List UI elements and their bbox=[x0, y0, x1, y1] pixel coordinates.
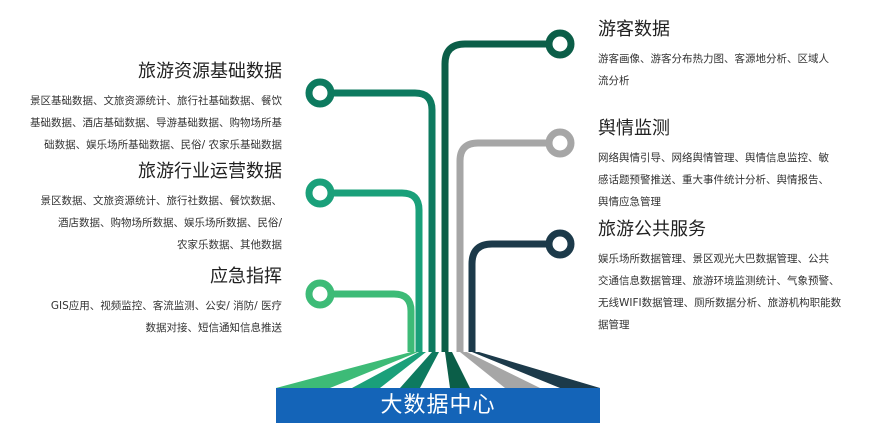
branch-resource-data bbox=[305, 78, 436, 352]
branch-tourist-data bbox=[441, 29, 575, 352]
branch-emergency bbox=[305, 279, 415, 352]
big-data-center-hub: 大数据中心 bbox=[276, 388, 600, 423]
node-circle-icon bbox=[305, 78, 335, 108]
block-title: 旅游公共服务 bbox=[598, 219, 706, 240]
block-title: 旅游行业运营数据 bbox=[138, 161, 282, 182]
block-title: 游客数据 bbox=[598, 19, 670, 40]
block-desc-line: 舆情应急管理 bbox=[598, 196, 661, 208]
block-desc-line: 景区数据、文旅资源统计、旅行社数据、餐饮数据、 bbox=[40, 195, 283, 207]
block-desc-line: GIS应用、视频监控、客流监测、公安/ 消防/ 医疗 bbox=[50, 300, 282, 312]
block-desc-line: 酒店数据、购物场所数据、娱乐场所数据、民俗/ bbox=[57, 217, 282, 229]
fan-rays bbox=[276, 352, 600, 388]
block-resource-data: 旅游资源基础数据 景区基础数据、文旅资源统计、旅行社基础数据、餐饮 基础数据、酒… bbox=[10, 60, 282, 156]
node-circle-icon bbox=[545, 128, 575, 158]
block-desc-line: 游客画像、游客分布热力图、客源地分析、区域人 bbox=[598, 53, 829, 65]
node-circle-icon bbox=[305, 178, 335, 208]
node-circle-icon bbox=[545, 29, 575, 59]
block-desc-line: 交通信息数据管理、旅游环境监测统计、气象预警、 bbox=[598, 275, 840, 287]
branch-operation-data bbox=[305, 178, 423, 352]
block-tourist-data: 游客数据 游客画像、游客分布热力图、客源地分析、区域人 流分析 bbox=[598, 18, 868, 92]
block-desc-line: 无线WIFI数据管理、厕所数据分析、旅游机构职能数 bbox=[598, 297, 842, 309]
block-operation-data: 旅游行业运营数据 景区数据、文旅资源统计、旅行社数据、餐饮数据、 酒店数据、购物… bbox=[10, 160, 283, 256]
block-title: 旅游资源基础数据 bbox=[138, 61, 282, 82]
block-desc-line: 础数据、娱乐场所基础数据、民俗/ 农家乐基础数据 bbox=[44, 139, 282, 151]
block-public-service: 旅游公共服务 娱乐场所数据管理、景区观光大巴数据管理、公共 交通信息数据管理、旅… bbox=[598, 218, 868, 336]
block-desc-line: 农家乐数据、其他数据 bbox=[177, 239, 282, 251]
block-desc-line: 据管理 bbox=[598, 319, 630, 331]
block-desc-line: 网络舆情引导、网络舆情管理、舆情信息监控、敏 bbox=[598, 152, 829, 164]
branch-public-service bbox=[468, 229, 575, 352]
node-circle-icon bbox=[305, 279, 335, 309]
block-emergency: 应急指挥 GIS应用、视频监控、客流监测、公安/ 消防/ 医疗 数据对接、短信通… bbox=[10, 265, 282, 339]
block-sentiment: 舆情监测 网络舆情引导、网络舆情管理、舆情信息监控、敏 感话题预警推送、重大事件… bbox=[598, 117, 868, 213]
block-desc-line: 基础数据、酒店基础数据、导游基础数据、购物场所基 bbox=[30, 117, 282, 129]
branch-sentiment bbox=[456, 128, 575, 352]
block-desc-line: 数据对接、短信通知信息推送 bbox=[145, 322, 283, 334]
block-desc-line: 娱乐场所数据管理、景区观光大巴数据管理、公共 bbox=[598, 253, 829, 265]
block-desc-line: 流分析 bbox=[598, 75, 630, 87]
node-circle-icon bbox=[545, 229, 575, 259]
block-desc-line: 感话题预警推送、重大事件统计分析、舆情报告、 bbox=[598, 174, 829, 186]
block-desc-line: 景区基础数据、文旅资源统计、旅行社基础数据、餐饮 bbox=[30, 95, 282, 107]
block-title: 应急指挥 bbox=[210, 266, 282, 287]
block-title: 舆情监测 bbox=[598, 118, 670, 139]
